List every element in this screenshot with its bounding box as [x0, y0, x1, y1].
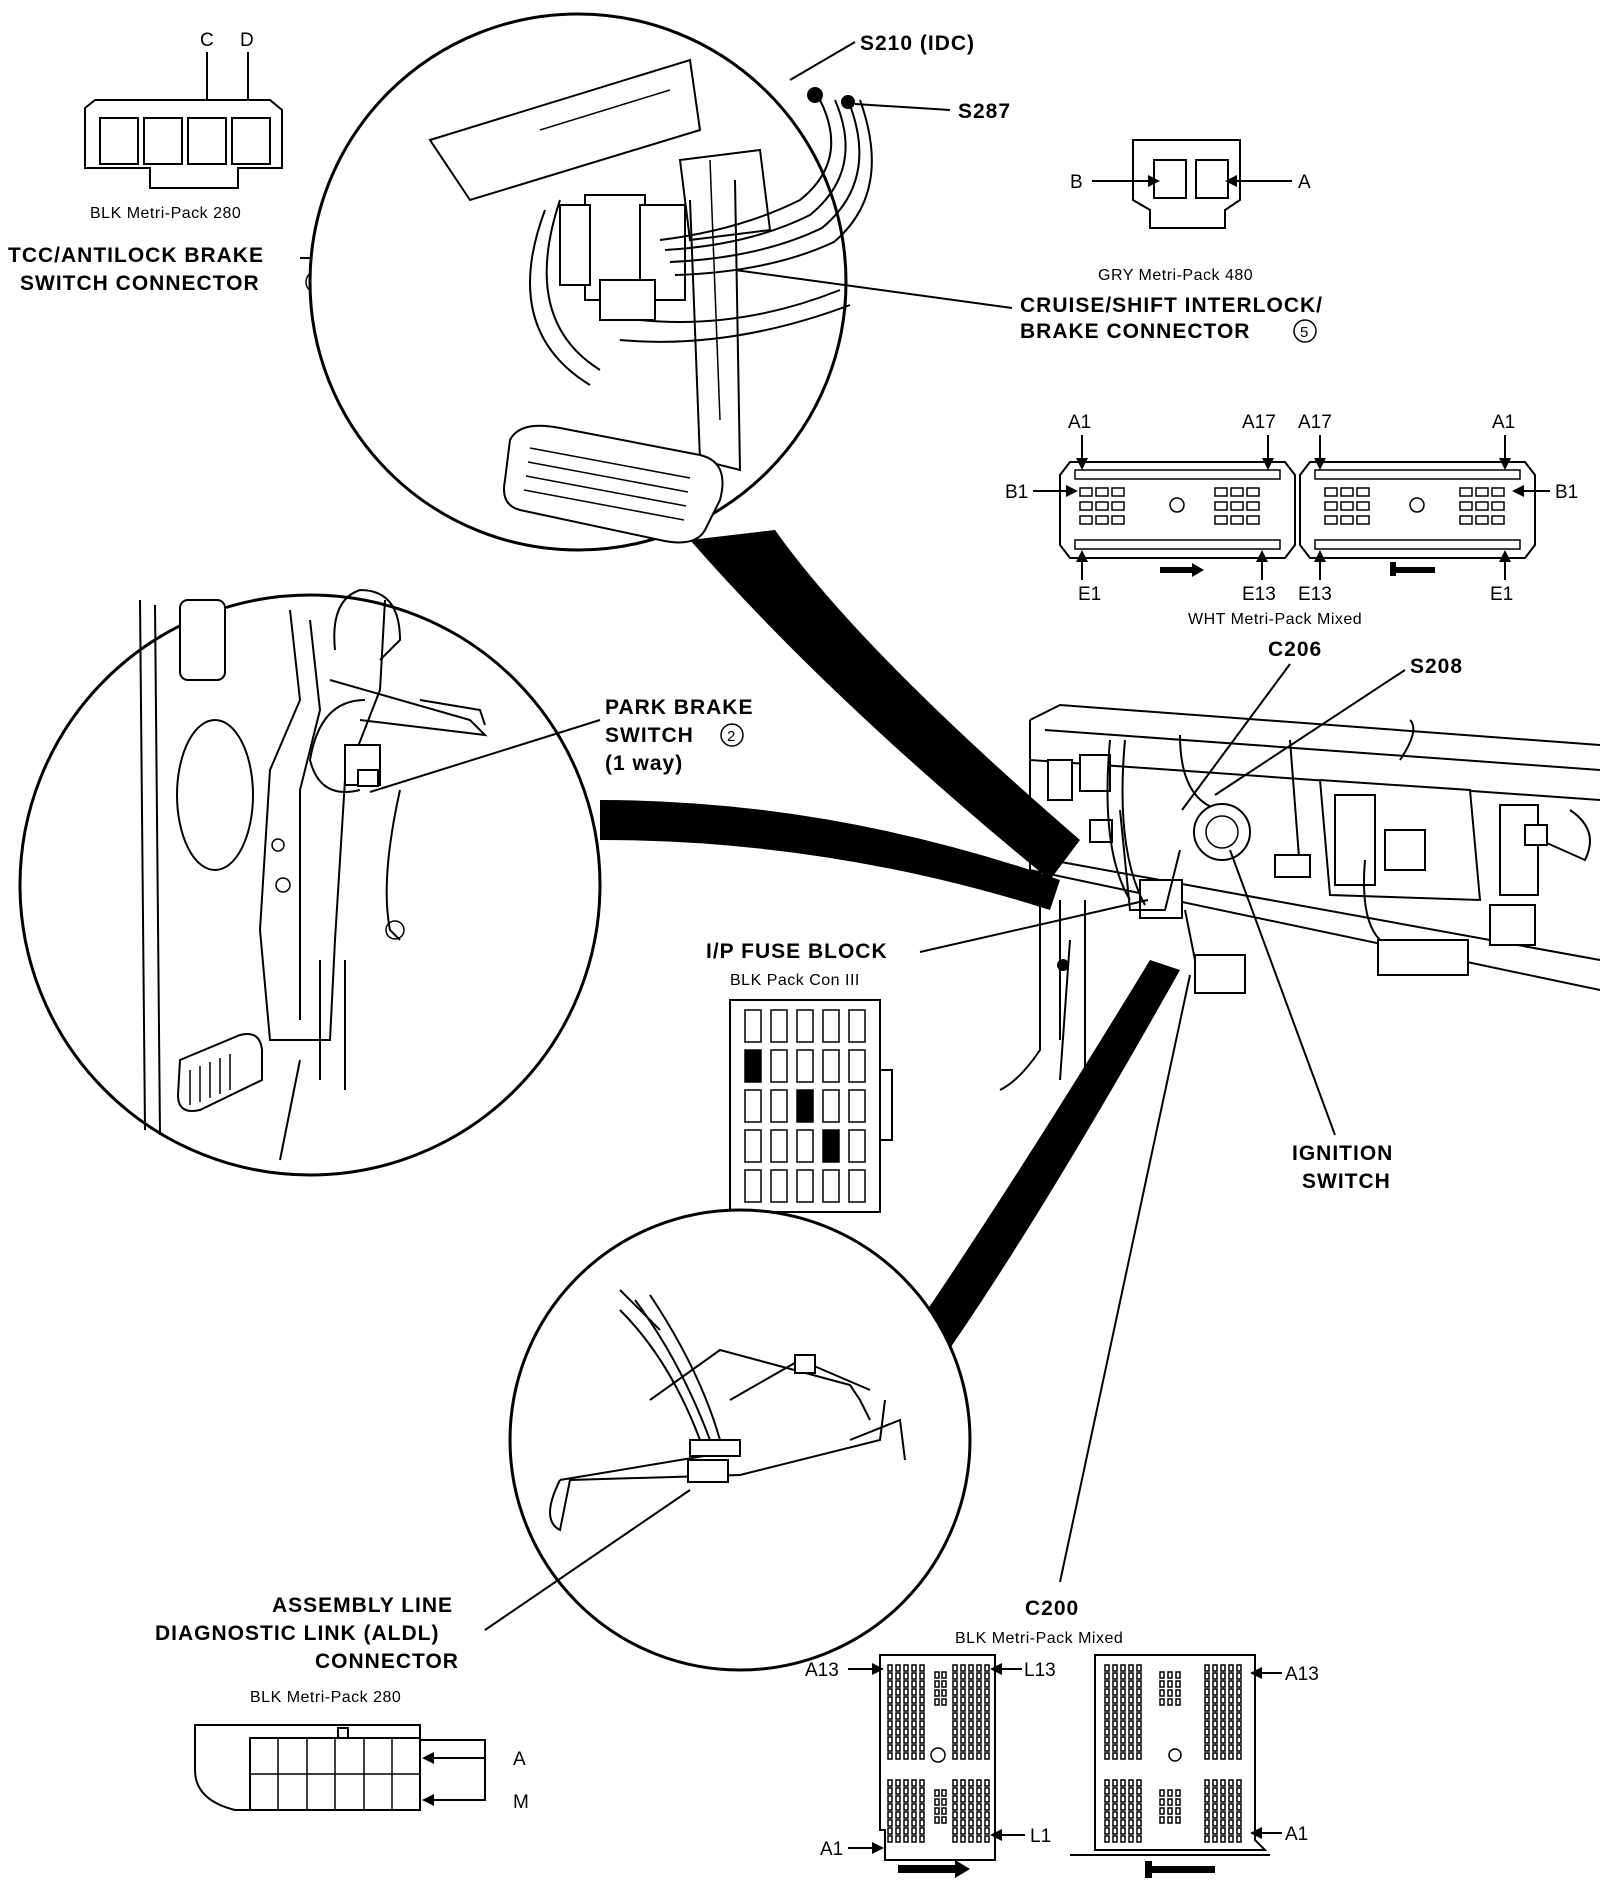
- pin-label-d: D: [240, 30, 254, 51]
- svg-text:CONNECTOR: CONNECTOR: [315, 1650, 459, 1673]
- aldl-connector: A M: [194, 1724, 529, 1813]
- svg-text:E1: E1: [1078, 584, 1101, 605]
- s210-label: S210 (IDC): [860, 32, 975, 55]
- wht-metri-mixed-caption: WHT Metri-Pack Mixed: [1188, 611, 1362, 628]
- svg-text:CRUISE/SHIFT INTERLOCK/: CRUISE/SHIFT INTERLOCK/: [1020, 294, 1323, 317]
- svg-text:L13: L13: [1024, 1660, 1056, 1681]
- svg-text:E13: E13: [1298, 584, 1332, 605]
- cd-connector: C D BLK Metri-Pack 280: [84, 30, 283, 222]
- s210-s287-labels: S210 (IDC) S287: [789, 32, 1011, 123]
- wht-metri-pack-mixed-connectors: A1 A17 A17 A1 B1 B1 E1 E13 E13 E1 WHT Me…: [1005, 412, 1578, 628]
- svg-text:SWITCH: SWITCH: [1302, 1170, 1391, 1193]
- fuse-cavity-grid: [744, 1009, 866, 1203]
- svg-text:A13: A13: [805, 1660, 839, 1681]
- svg-text:A13: A13: [1285, 1664, 1319, 1685]
- instrument-panel-illustration: [999, 703, 1600, 1091]
- svg-text:A17: A17: [1242, 412, 1276, 433]
- pin-label-a: A: [1298, 172, 1311, 193]
- svg-text:(1 way): (1 way): [605, 752, 683, 775]
- aldl-detail-circle: [508, 1208, 972, 1672]
- svg-text:A17: A17: [1298, 412, 1332, 433]
- c200-right-cavities: [1104, 1664, 1242, 1843]
- svg-text:SWITCH: SWITCH: [605, 724, 694, 747]
- c200-label-group: C200 BLK Metri-Pack Mixed: [955, 974, 1191, 1647]
- park-brake-switch-label: PARK BRAKE SWITCH 2 (1 way): [369, 696, 753, 793]
- c200-left-cavities: [887, 1664, 990, 1843]
- blk-metri-mixed-caption: BLK Metri-Pack Mixed: [955, 1630, 1123, 1647]
- pin-label-b: B: [1070, 172, 1083, 193]
- s287-label: S287: [958, 100, 1011, 123]
- ip-fuse-block-label: I/P FUSE BLOCK: [706, 940, 888, 963]
- svg-text:BRAKE CONNECTOR: BRAKE CONNECTOR: [1020, 320, 1250, 343]
- blk-pack-con-caption: BLK Pack Con III: [730, 972, 860, 989]
- c200-connectors: A13 L13 A13 A1 L1 A1: [805, 1654, 1319, 1878]
- brake-pedal-detail-circle: [308, 12, 873, 552]
- svg-text:A1: A1: [820, 1839, 843, 1860]
- ab-connector: B A GRY Metri-Pack 480: [1070, 139, 1311, 284]
- svg-text:A1: A1: [1068, 412, 1091, 433]
- svg-text:B1: B1: [1555, 482, 1578, 503]
- cruise-shift-interlock-brake-label: CRUISE/SHIFT INTERLOCK/ BRAKE CONNECTOR …: [734, 269, 1323, 343]
- c206-s208-labels: C206 S208: [1181, 638, 1463, 811]
- svg-text:2: 2: [727, 728, 735, 745]
- pin-label-c: C: [200, 30, 214, 51]
- svg-text:IGNITION: IGNITION: [1292, 1142, 1393, 1165]
- svg-text:E13: E13: [1242, 584, 1276, 605]
- svg-text:A1: A1: [1285, 1824, 1308, 1845]
- connector-bands: [600, 530, 1180, 1370]
- svg-text:ASSEMBLY LINE: ASSEMBLY LINE: [272, 1594, 453, 1617]
- svg-text:L1: L1: [1030, 1826, 1051, 1847]
- c200-label: C200: [1025, 1597, 1079, 1620]
- blk-metri-280-top-caption: BLK Metri-Pack 280: [90, 205, 241, 222]
- svg-text:SWITCH CONNECTOR: SWITCH CONNECTOR: [20, 272, 260, 295]
- svg-text:M: M: [513, 1792, 529, 1813]
- ignition-switch-label: IGNITION SWITCH: [1229, 849, 1393, 1193]
- ip-fuse-block: I/P FUSE BLOCK BLK Pack Con III: [706, 899, 1149, 1213]
- svg-text:PARK BRAKE: PARK BRAKE: [605, 696, 753, 719]
- svg-text:DIAGNOSTIC LINK (ALDL): DIAGNOSTIC LINK (ALDL): [155, 1622, 439, 1645]
- svg-text:A1: A1: [1492, 412, 1515, 433]
- svg-text:B1: B1: [1005, 482, 1028, 503]
- svg-text:TCC/ANTILOCK BRAKE: TCC/ANTILOCK BRAKE: [8, 244, 264, 267]
- svg-text:E1: E1: [1490, 584, 1513, 605]
- c206-label: C206: [1268, 638, 1322, 661]
- aldl-connector-label: ASSEMBLY LINE DIAGNOSTIC LINK (ALDL) CON…: [155, 1489, 691, 1706]
- s208-label: S208: [1410, 655, 1463, 678]
- blk-metri-280-bottom-caption: BLK Metri-Pack 280: [250, 1689, 401, 1706]
- svg-text:A: A: [513, 1749, 526, 1770]
- svg-text:5: 5: [1300, 324, 1308, 341]
- gry-metri-480-caption: GRY Metri-Pack 480: [1098, 267, 1253, 284]
- park-brake-detail-circle: [18, 588, 602, 1177]
